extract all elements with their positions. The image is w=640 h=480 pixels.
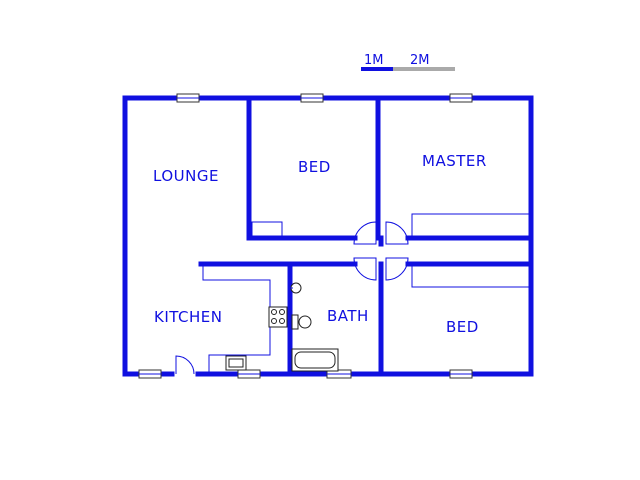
bath-fixtures [290,282,339,372]
room-label-bed-2: BED [446,318,479,336]
toilet-icon [298,315,312,329]
interior-walls [198,95,534,377]
room-label-kitchen: KITCHEN [154,308,223,326]
room-label-master: MASTER [422,152,487,170]
kitchen-fixtures [225,306,288,371]
scale-label-2m: 2M [410,53,430,68]
door-master-swing [385,221,409,245]
cupboard-master [411,213,529,236]
scale-label-1m: 1M [364,53,384,68]
stove-icon [268,306,288,328]
doors [175,221,409,375]
door-kitchen-swing [353,257,377,281]
door-bed2-swing [385,257,409,281]
windows [138,93,473,379]
cupboard-bed [251,221,283,237]
door-entrance-swing [175,355,195,375]
door-bed-swing [353,221,377,245]
room-labels: LOUNGE BED MASTER KITCHEN BATH BED [153,152,487,336]
scale-bar: 1M 2M [361,53,455,71]
toilet-cistern-icon [291,314,299,330]
room-label-bed: BED [298,158,331,176]
room-label-lounge: LOUNGE [153,167,219,185]
room-label-bath: BATH [327,307,369,325]
cupboard-bed2 [411,266,529,288]
